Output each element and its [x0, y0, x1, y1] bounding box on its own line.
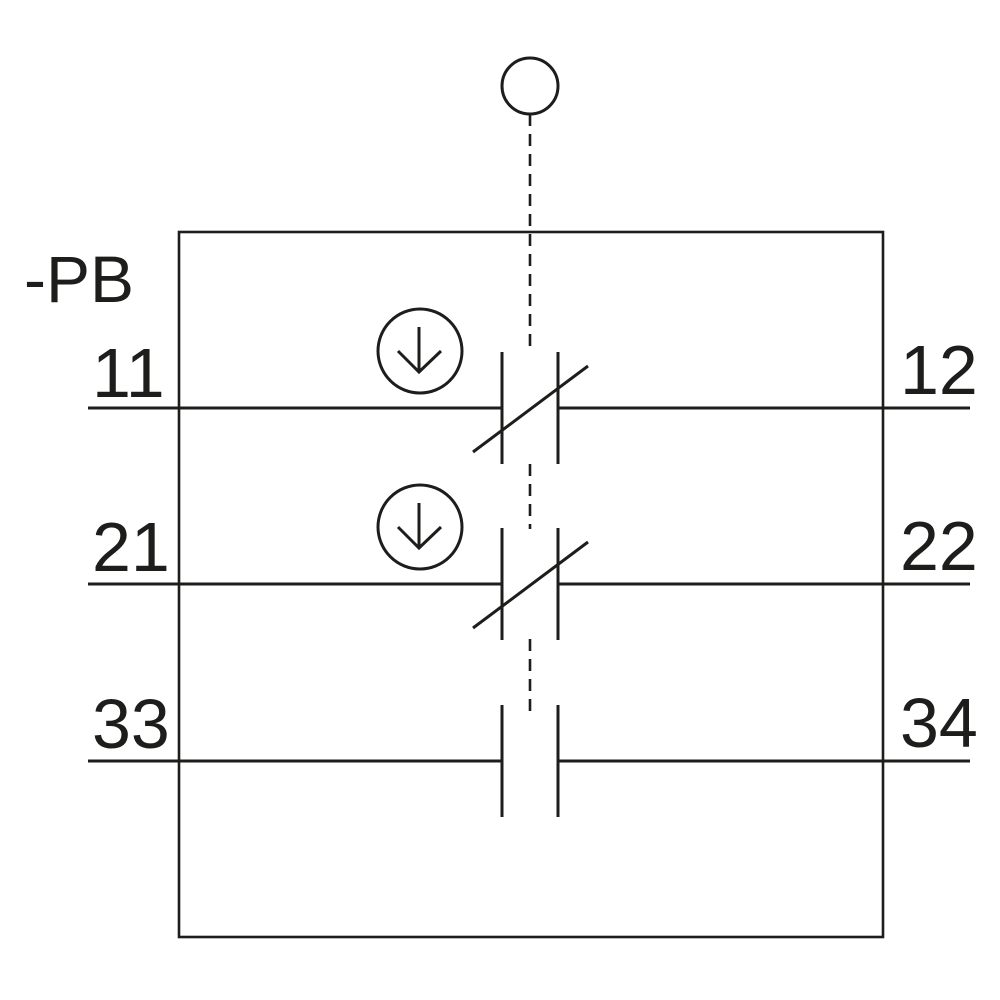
contact-row-21-22: [88, 483, 970, 640]
terminal-label-12: 12: [900, 331, 978, 409]
terminal-label-11: 11: [92, 334, 165, 412]
nc-contact-slash: [472, 364, 589, 454]
contact-row-11-12: [88, 307, 970, 464]
down-arrow-head: [396, 525, 443, 551]
terminal-label-21: 21: [92, 508, 170, 586]
terminal-label-33: 33: [92, 685, 170, 763]
schematic-drawing: [88, 56, 970, 939]
contact-row-33-34: [88, 705, 970, 817]
terminal-label-22: 22: [900, 507, 978, 585]
terminal-label-34: 34: [900, 684, 978, 762]
positive-opening-icon: [376, 307, 464, 395]
down-arrow-head: [396, 349, 443, 375]
pushbutton-actuator-icon: [500, 56, 560, 116]
device-label: -PB: [24, 242, 134, 316]
positive-opening-circle: [376, 483, 464, 571]
positive-opening-icon: [376, 483, 464, 571]
positive-opening-circle: [376, 307, 464, 395]
nc-contact-slash: [472, 540, 589, 630]
